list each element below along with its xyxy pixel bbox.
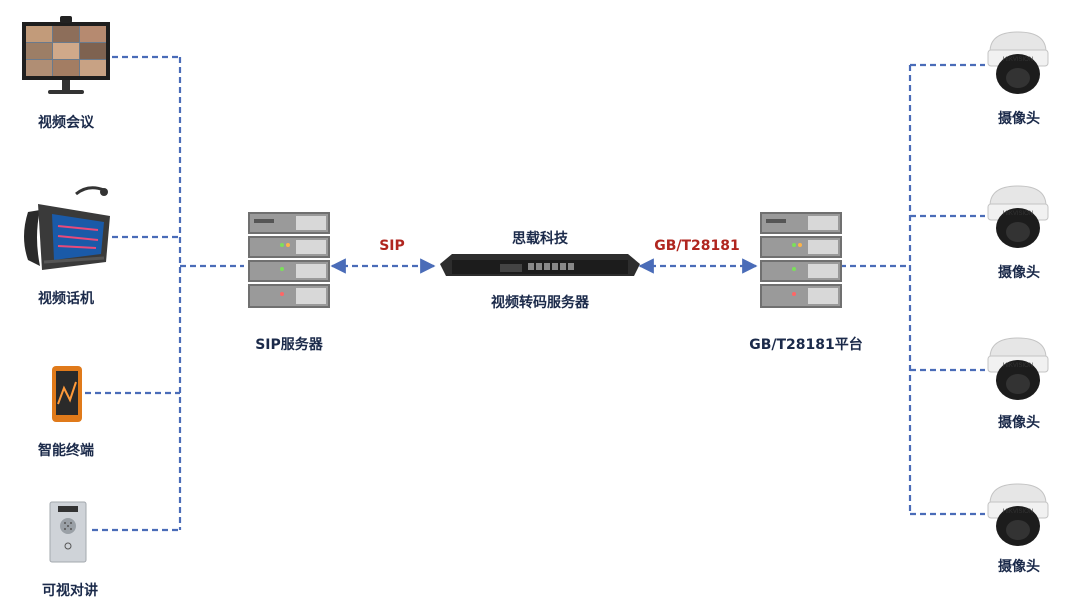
label-sip-server: SIP服务器 <box>255 337 323 353</box>
video-intercom-panel-icon <box>49 501 87 563</box>
dome-camera-icon: HIKVISION <box>987 31 1049 94</box>
device-video-conference <box>18 12 114 102</box>
label-intercom: 可视对讲 <box>42 583 98 599</box>
video-conference-monitor-icon <box>22 16 110 94</box>
device-smart-terminal <box>50 364 84 428</box>
label-gateway-brand: 思载科技 <box>512 231 568 247</box>
dome-camera-icon: HIKVISION <box>987 483 1049 546</box>
dome-camera-icon: HIKVISION <box>987 337 1049 400</box>
smart-terminal-phone-icon <box>52 366 82 422</box>
label-gb-protocol: GB/T28181 <box>654 238 740 254</box>
video-desk-phone-icon <box>24 186 110 270</box>
gb-platform-server-rack-icon <box>760 212 842 308</box>
device-video-phone <box>18 182 116 278</box>
label-camera-4: 摄像头 <box>998 559 1040 575</box>
label-camera-1: 摄像头 <box>998 111 1040 127</box>
label-video-phone: 视频话机 <box>38 291 94 307</box>
label-sip-protocol: SIP <box>379 238 405 254</box>
camera-brand: HIKVISION <box>1003 57 1033 63</box>
transcoding-gateway <box>438 246 642 286</box>
label-gateway: 视频转码服务器 <box>491 295 589 311</box>
label-video-conference: 视频会议 <box>38 115 94 131</box>
sip-server <box>244 210 334 316</box>
dome-camera-icon: HIKVISION <box>987 185 1049 248</box>
device-intercom <box>48 500 88 568</box>
camera-brand: HIKVISION <box>1003 211 1033 217</box>
label-smart-terminal: 智能终端 <box>38 443 94 459</box>
camera-2: HIKVISION <box>982 184 1054 258</box>
camera-brand: HIKVISION <box>1003 509 1033 515</box>
gb-platform-server <box>756 210 846 316</box>
label-camera-3: 摄像头 <box>998 415 1040 431</box>
rack-mount-transcoder-icon <box>440 254 640 276</box>
label-camera-2: 摄像头 <box>998 265 1040 281</box>
sip-server-rack-icon <box>248 212 330 308</box>
camera-1: HIKVISION <box>982 30 1054 104</box>
camera-brand: HIKVISION <box>1003 363 1033 369</box>
camera-4: HIKVISION <box>982 482 1054 556</box>
label-gb-platform: GB/T28181平台 <box>749 337 863 353</box>
camera-3: HIKVISION <box>982 336 1054 410</box>
